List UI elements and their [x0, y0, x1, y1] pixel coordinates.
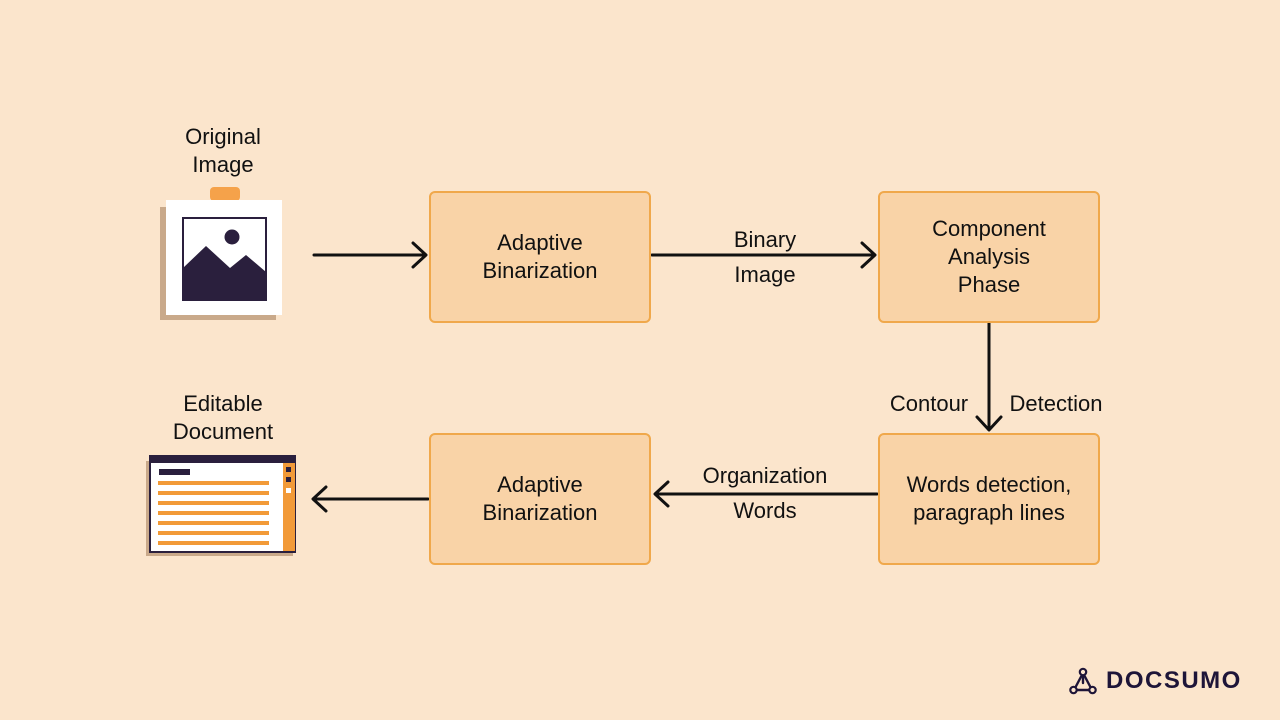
document-icon: [146, 455, 296, 556]
edge-label-image: Image: [734, 262, 796, 287]
image-icon: [160, 187, 282, 320]
arrow-component-to-words: [975, 321, 1003, 432]
arrow-binarization-to-document: [311, 485, 430, 513]
arrow-words-to-binarization: [653, 480, 879, 508]
brand-name: DOCSUMO: [1106, 667, 1242, 694]
edge-label-words: Words: [733, 498, 797, 523]
arrow-binarization-to-component: [650, 241, 877, 269]
docsumo-logo-icon: [1069, 667, 1097, 695]
original-image-label: Original Image: [185, 124, 261, 177]
editable-document-label: Editable Document: [172, 391, 274, 444]
adaptive-binarization-box-top: Adaptive Binarization: [429, 191, 651, 323]
edge-label-detection: Detection: [1009, 391, 1103, 416]
component-analysis-box: Component Analysis Phase: [878, 191, 1100, 323]
brand-logo: DOCSUMO: [1068, 666, 1242, 696]
arrow-image-to-binarization: [312, 241, 428, 269]
edge-label-contour: Contour: [889, 391, 969, 416]
edge-label-binary: Binary: [733, 227, 797, 252]
words-detection-box: Words detection, paragraph lines: [878, 433, 1100, 565]
edge-label-organization: Organization: [702, 463, 828, 488]
adaptive-binarization-box-bottom: Adaptive Binarization: [429, 433, 651, 565]
